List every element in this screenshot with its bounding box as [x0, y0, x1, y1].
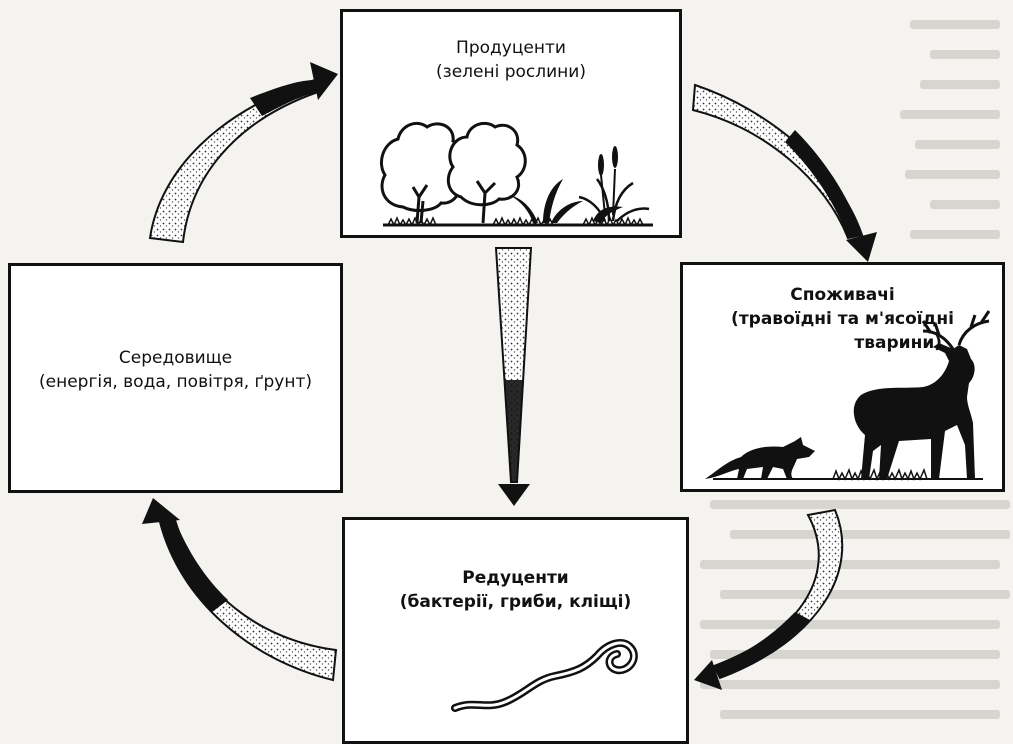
worm-icon	[455, 643, 634, 708]
producers-subtitle: (зелені рослини)	[343, 60, 679, 84]
producers-title: Продуценти	[343, 36, 679, 60]
arrow-producers-to-decomposers	[496, 248, 531, 506]
arrow-producers-to-consumers	[693, 85, 877, 262]
consumers-illustration	[683, 265, 1002, 489]
decomposers-illustration	[345, 520, 686, 741]
tree-icon	[448, 123, 525, 223]
deer-icon	[854, 311, 989, 479]
arrow-environment-to-producers	[150, 62, 338, 242]
environment-title: Середовище	[11, 346, 340, 370]
grass-plant-icon	[579, 146, 649, 223]
environment-subtitle: (енергія, вода, повітря, ґрунт)	[11, 370, 340, 394]
producers-illustration	[343, 97, 679, 237]
environment-box: Середовище (енергія, вода, повітря, ґрун…	[8, 263, 343, 493]
fox-icon	[705, 437, 815, 479]
arrow-decomposers-to-environment	[142, 498, 336, 680]
consumers-box: Споживачі (травоїдні та м'ясоїдні тварин…	[680, 262, 1005, 492]
decomposers-box: Редуценти (бактерії, гриби, кліщі)	[342, 517, 689, 744]
arrow-consumers-to-decomposers	[694, 510, 842, 690]
producers-box: Продуценти (зелені рослини)	[340, 9, 682, 238]
